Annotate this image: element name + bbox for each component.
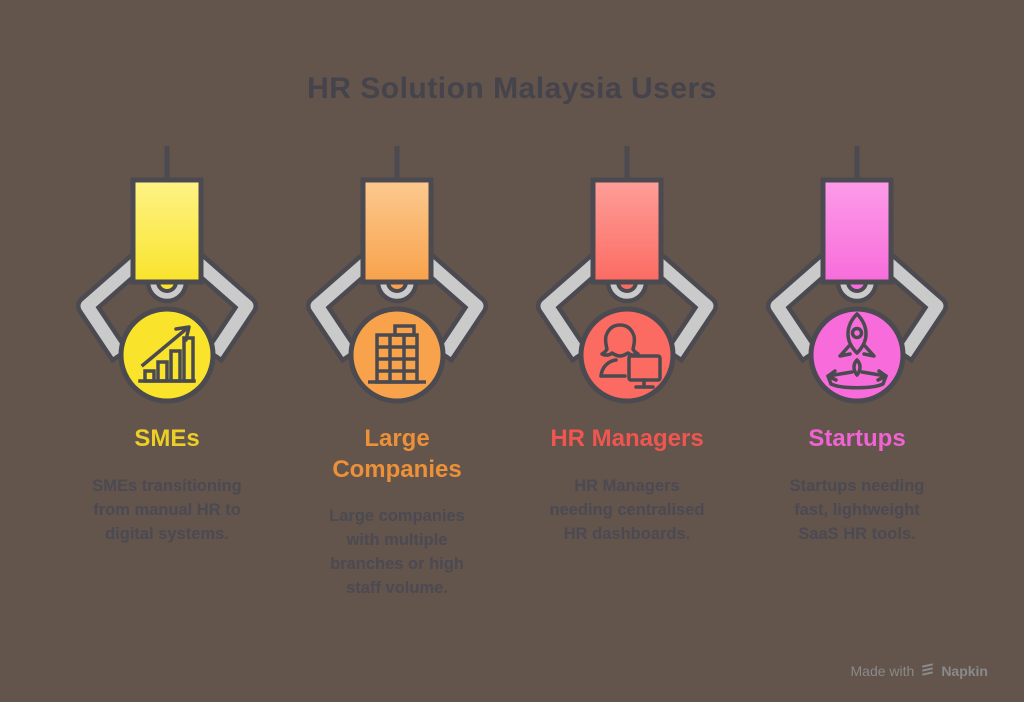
user-column-hr-managers: HR Managers HR Managers needing centrali… bbox=[512, 130, 742, 601]
user-column-startups: Startups Startups needing fast, lightwei… bbox=[742, 130, 972, 601]
rocket-icon bbox=[826, 312, 888, 390]
claw-machines-row: SMEs SMEs transitioning from manual HR t… bbox=[52, 130, 972, 601]
machine-body bbox=[820, 177, 894, 285]
claw-arms bbox=[306, 247, 488, 364]
user-label-smes: SMEs bbox=[134, 425, 200, 452]
napkin-logo-icon bbox=[920, 662, 935, 680]
claw-machine-graphic bbox=[536, 146, 718, 404]
claw-machine-large-companies bbox=[282, 130, 512, 420]
claw-arms bbox=[536, 247, 718, 364]
claw-arms bbox=[766, 247, 948, 364]
watermark-brand: Napkin bbox=[941, 663, 988, 679]
user-column-large-companies: Large Companies Large companies with mul… bbox=[282, 130, 512, 601]
icon-circle bbox=[348, 306, 446, 404]
watermark-prefix: Made with bbox=[850, 663, 915, 679]
machine-body bbox=[360, 177, 434, 285]
user-label-hr-managers: HR Managers bbox=[550, 425, 704, 452]
claw-machine-hr-managers bbox=[512, 130, 742, 420]
page-title: HR Solution Malaysia Users bbox=[307, 72, 717, 105]
user-description-large-companies: Large companies with multiple branches o… bbox=[329, 507, 465, 598]
machine-body bbox=[590, 177, 664, 285]
growth-chart-icon bbox=[138, 325, 196, 383]
user-label-startups: Startups bbox=[808, 425, 906, 452]
machine-body bbox=[130, 177, 204, 285]
user-description-hr-managers: HR Managers needing centralised HR dashb… bbox=[549, 476, 705, 543]
claw-machine-smes bbox=[52, 130, 282, 420]
building-icon bbox=[368, 324, 426, 384]
user-description-smes: SMEs transitioning from manual HR to dig… bbox=[92, 476, 242, 543]
claw-machine-graphic bbox=[306, 146, 488, 404]
claw-arms bbox=[76, 247, 258, 364]
claw-machine-graphic bbox=[76, 146, 258, 404]
napkin-watermark: Made with Napkin bbox=[851, 662, 989, 680]
user-description-startups: Startups needing fast, lightweight SaaS … bbox=[789, 476, 925, 543]
claw-machine-graphic bbox=[766, 146, 948, 404]
icon-circle bbox=[118, 306, 216, 404]
claw-machine-startups bbox=[742, 130, 972, 420]
user-label-large-companies: Large Companies bbox=[332, 425, 462, 483]
person-monitor-icon bbox=[599, 323, 662, 389]
user-column-smes: SMEs SMEs transitioning from manual HR t… bbox=[52, 130, 282, 601]
